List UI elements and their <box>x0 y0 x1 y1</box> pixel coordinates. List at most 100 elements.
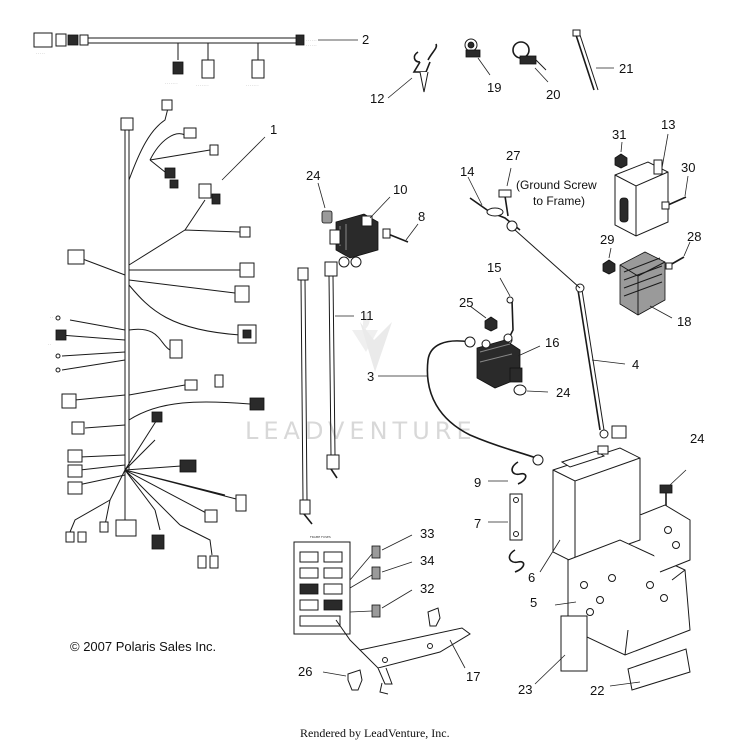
callout-15[interactable]: 15 <box>487 260 501 275</box>
callout-4[interactable]: 4 <box>632 357 639 372</box>
callout-24b[interactable]: 24 <box>690 431 704 446</box>
leader-35b <box>349 574 373 589</box>
leader-27 <box>322 671 347 677</box>
leader-33b <box>349 610 373 613</box>
leader-32 <box>620 141 623 153</box>
part-23-decal[interactable] <box>560 615 588 672</box>
callout-19[interactable]: 19 <box>487 80 501 95</box>
part-22-decal[interactable] <box>627 648 691 691</box>
part-31-screw[interactable] <box>661 196 687 210</box>
fuse-box[interactable]: FRAME FUSES <box>293 535 351 635</box>
callout-27[interactable]: 26 <box>298 664 312 679</box>
leader-10 <box>369 196 391 219</box>
callout-13[interactable]: 13 <box>661 117 675 132</box>
leader-26 <box>469 305 487 319</box>
callout-5[interactable]: 5 <box>530 595 537 610</box>
part-27-rivet[interactable] <box>347 607 441 695</box>
part-25-bushing[interactable] <box>321 210 333 224</box>
part-3-battery-cable[interactable] <box>426 336 544 466</box>
callout-3[interactable]: 3 <box>367 369 374 384</box>
callout-6[interactable]: 6 <box>528 570 535 585</box>
part-29-screw[interactable] <box>665 256 685 270</box>
callout-22[interactable]: 22 <box>590 683 604 698</box>
callout-29[interactable]: 28 <box>687 229 701 244</box>
svg-text:. . . . . . .: . . . . . . . <box>196 83 208 87</box>
leader-8 <box>405 223 419 241</box>
part-17-bracket[interactable] <box>335 619 471 685</box>
part-35-fuse[interactable] <box>371 566 381 580</box>
callout-25[interactable]: 24 <box>306 168 320 183</box>
part-30-nut[interactable] <box>602 259 616 275</box>
part-34-fuse[interactable] <box>371 545 381 559</box>
part-24-bolt-lower[interactable] <box>659 484 673 508</box>
callout-10[interactable]: 10 <box>393 182 407 197</box>
callout-9[interactable]: 9 <box>474 475 481 490</box>
leader-34 <box>381 534 413 551</box>
callout-1[interactable]: 1 <box>270 122 277 137</box>
callout-20[interactable]: 20 <box>546 87 560 102</box>
part-6-battery[interactable] <box>552 445 641 564</box>
part-11-spark-plug-wire[interactable] <box>297 261 340 525</box>
part-12-clip[interactable] <box>412 43 438 93</box>
part-8-bolt[interactable] <box>382 228 409 243</box>
callout-23[interactable]: 23 <box>518 682 532 697</box>
part-32-nut[interactable] <box>614 153 628 169</box>
copyright-text: © 2007 Polaris Sales Inc. <box>70 639 216 654</box>
leader-31 <box>684 175 689 197</box>
part-24-bolt-upper[interactable] <box>513 384 527 396</box>
leader-25 <box>317 182 326 209</box>
part-33-fuse[interactable] <box>371 604 381 618</box>
callout-2[interactable]: 2 <box>362 32 369 47</box>
svg-text:. .: . . <box>50 315 53 319</box>
callout-34[interactable]: 33 <box>420 526 434 541</box>
ground-screw-note-line2: to Frame) <box>533 194 585 208</box>
callout-11[interactable]: 11 <box>360 308 374 323</box>
callout-30[interactable]: 29 <box>600 232 614 247</box>
svg-text:. . . . . . .: . . . . . . . <box>246 83 258 87</box>
leader-23 <box>534 654 566 685</box>
part-13-module[interactable] <box>614 159 669 237</box>
leader-14 <box>467 176 483 206</box>
part-7-strap[interactable] <box>508 493 525 573</box>
leader-15 <box>499 277 511 297</box>
callout-26[interactable]: 25 <box>459 295 473 310</box>
leader-18 <box>649 305 673 319</box>
leader-16 <box>517 345 541 357</box>
part-18-regulator[interactable] <box>619 251 666 316</box>
leader-1 <box>221 136 266 181</box>
callout-28[interactable]: 27 <box>506 148 520 163</box>
svg-text:. .: . . <box>48 342 51 346</box>
callout-31[interactable]: 30 <box>681 160 695 175</box>
leader-12 <box>387 77 413 99</box>
part-14-ground-cable[interactable] <box>469 197 521 232</box>
part-2-harness[interactable]: . . . . . . . . . . . . . . . . . . . . … <box>33 32 317 87</box>
part-19-clamp[interactable] <box>464 38 481 58</box>
part-5-battery-tray[interactable] <box>567 504 691 656</box>
part-20-clamp[interactable] <box>512 41 547 71</box>
leader-13 <box>661 133 669 169</box>
leader-17 <box>449 639 466 669</box>
part-26-nut[interactable] <box>484 316 498 332</box>
callout-18[interactable]: 18 <box>677 314 691 329</box>
callout-35[interactable]: 34 <box>420 553 434 568</box>
callout-8[interactable]: 8 <box>418 209 425 224</box>
callout-32[interactable]: 31 <box>612 127 626 142</box>
callout-21[interactable]: 21 <box>619 61 633 76</box>
callout-33[interactable]: 32 <box>420 581 434 596</box>
part-21-tie-strap[interactable] <box>572 29 599 91</box>
part-9-retainer[interactable] <box>511 461 527 485</box>
callout-7[interactable]: 7 <box>474 516 481 531</box>
callout-14[interactable]: 14 <box>460 164 474 179</box>
callout-17[interactable]: 17 <box>466 669 480 684</box>
callout-16[interactable]: 16 <box>545 335 559 350</box>
part-28-ground-screw[interactable] <box>498 189 512 217</box>
ground-screw-note-line1: (Ground Screw <box>516 178 597 192</box>
leader-20 <box>534 67 549 83</box>
callout-24a[interactable]: 24 <box>556 385 570 400</box>
callout-12[interactable]: 12 <box>370 91 384 106</box>
part-10-coil[interactable] <box>329 213 379 268</box>
part-1-main-harness[interactable]: . . . . <box>48 99 265 569</box>
part-16-solenoid[interactable] <box>476 333 523 389</box>
